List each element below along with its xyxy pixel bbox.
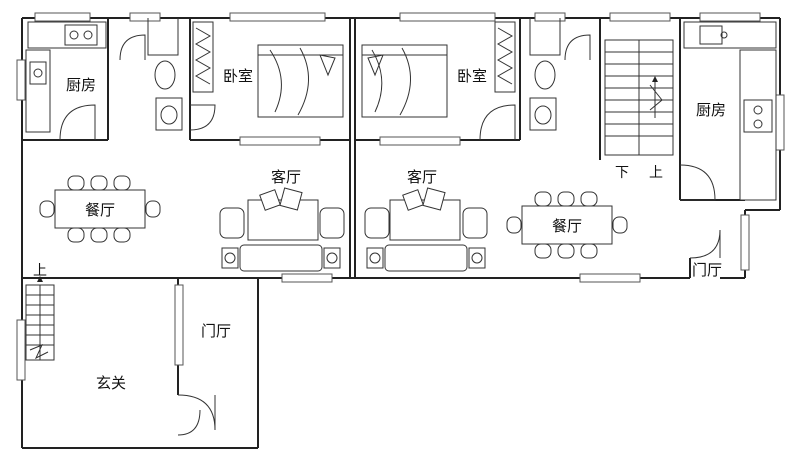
armchair-icon xyxy=(219,207,245,239)
window xyxy=(399,12,496,22)
kitchen-right-fixtures xyxy=(683,21,777,201)
window xyxy=(579,273,641,283)
window xyxy=(379,136,461,146)
sofa-set-left xyxy=(219,187,345,272)
bathroom-right-fixtures xyxy=(529,18,561,131)
dining-table-left xyxy=(39,175,161,243)
bathroom-left-fixtures xyxy=(147,18,183,131)
kitchen-left-fixtures xyxy=(25,21,107,133)
window xyxy=(775,94,785,151)
stair-label-down: 下 xyxy=(615,165,629,181)
doors xyxy=(59,34,721,436)
window xyxy=(699,12,761,22)
door xyxy=(177,394,216,431)
window xyxy=(534,12,566,22)
sink-icon xyxy=(699,25,723,45)
window xyxy=(609,12,671,22)
window xyxy=(34,12,91,22)
window xyxy=(281,273,333,283)
room-label-kitchen-right: 厨房 xyxy=(696,101,726,119)
armchair-icon xyxy=(319,207,345,239)
wardrobe-right xyxy=(494,21,516,93)
door xyxy=(119,34,146,61)
washbasin-icon xyxy=(155,97,183,131)
toilet-icon xyxy=(534,60,556,90)
side-table-icon xyxy=(366,247,384,269)
room-label-dining-left: 餐厅 xyxy=(85,201,115,219)
side-table-icon xyxy=(221,247,239,269)
window xyxy=(740,214,750,271)
side-table-icon xyxy=(468,247,486,269)
table-icon xyxy=(521,205,613,245)
arrow-up-icon xyxy=(37,276,43,282)
sofa-icon xyxy=(239,244,323,272)
arrow-up-icon xyxy=(652,76,658,82)
coffee-table-icon xyxy=(389,199,461,241)
stairs-right xyxy=(604,39,674,156)
room-label-hall-left: 门厅 xyxy=(201,322,231,340)
window xyxy=(174,284,184,366)
room-label-kitchen-left: 厨房 xyxy=(66,76,96,94)
table-icon xyxy=(54,189,146,229)
door xyxy=(479,104,516,141)
dining-table-right xyxy=(506,191,628,259)
windows xyxy=(16,12,785,381)
sink-icon xyxy=(29,61,47,85)
door xyxy=(189,104,216,131)
door xyxy=(59,104,96,141)
bed-icon xyxy=(257,44,344,118)
break-line-icon xyxy=(649,84,663,111)
bed-right xyxy=(361,44,448,118)
labels: 厨房 卧室 卧室 厨房 餐厅 客厅 客厅 餐厅 门厅 门厅 玄关 下 上 上 xyxy=(33,67,726,392)
stove-icon xyxy=(64,24,98,46)
door xyxy=(679,164,716,201)
room-label-entrance: 玄关 xyxy=(96,374,126,392)
stairs-left xyxy=(25,276,55,361)
stove-icon xyxy=(743,99,773,133)
side-table-icon xyxy=(323,247,341,269)
door xyxy=(689,229,721,259)
window xyxy=(229,12,326,22)
door xyxy=(564,34,591,61)
armchair-icon xyxy=(364,207,390,239)
room-label-hall-right: 门厅 xyxy=(692,261,722,279)
sofa-icon xyxy=(384,244,468,272)
room-label-dining-right: 餐厅 xyxy=(552,217,582,235)
toilet-icon xyxy=(154,60,176,90)
room-label-living-left: 客厅 xyxy=(271,168,301,186)
armchair-icon xyxy=(462,207,488,239)
room-label-living-right: 客厅 xyxy=(407,168,437,186)
stair-label-up-right: 上 xyxy=(649,165,663,181)
sofa-set-right xyxy=(364,187,488,272)
room-label-bedroom-left: 卧室 xyxy=(223,67,253,85)
bed-left xyxy=(257,44,344,118)
wardrobe-left xyxy=(192,21,214,93)
door xyxy=(177,409,201,436)
stair-label-up-left: 上 xyxy=(33,263,47,279)
window xyxy=(16,59,26,101)
room-label-bedroom-right: 卧室 xyxy=(457,67,487,85)
window xyxy=(239,136,321,146)
washbasin-icon xyxy=(529,97,557,131)
window xyxy=(129,12,161,22)
window xyxy=(16,319,26,381)
